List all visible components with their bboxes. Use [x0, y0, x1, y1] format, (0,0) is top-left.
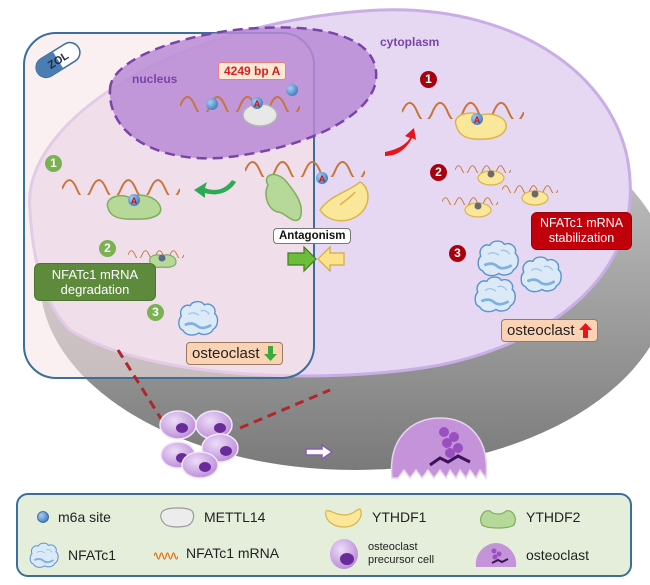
zol-pill: ZOL: [35, 41, 81, 79]
osteoclast-cell: [390, 417, 488, 480]
stabilization-line1: NFATc1 mRNA: [539, 216, 624, 230]
nucleus-label: nucleus: [132, 72, 178, 86]
nfatc1-mrna-icon: [154, 552, 178, 560]
legend-label: NFATc1: [68, 547, 116, 563]
nfatc1-protein: [177, 300, 219, 337]
left-step-2-badge: 2: [99, 240, 116, 257]
legend-label: YTHDF2: [526, 509, 581, 525]
legend-item-nfatc1-mrna: NFATc1 mRNA: [154, 545, 279, 561]
nucleus: [108, 26, 378, 160]
differentiation-arrow: [305, 443, 334, 461]
antagonism-label: Antagonism: [273, 228, 352, 244]
stabilization-line2: stabilization: [548, 231, 615, 245]
left-step-3-badge: 3: [147, 304, 164, 321]
nfatc1-protein: [476, 239, 520, 278]
legend: m6a site METTL14 YTHDF1 YTHDF2 NFATc1 NF…: [16, 493, 632, 577]
right-step-2-badge: 2: [430, 164, 447, 181]
legend-item-nfatc1: NFATc1: [28, 541, 116, 569]
osteoclast-increase-label: osteoclast: [507, 322, 575, 339]
legend-label: m6a site: [58, 509, 111, 525]
red-curved-arrow: [385, 128, 416, 156]
osteoclast-increase-box: osteoclast: [501, 319, 598, 342]
green-down-arrow-icon: [263, 346, 277, 361]
legend-item-ythdf2: YTHDF2: [478, 505, 580, 529]
nfatc1-protein: [519, 255, 563, 294]
yellow-antagonism-arrow: [317, 245, 345, 273]
m6a-a-site-icon: [128, 194, 140, 206]
mettl14-icon: [160, 507, 195, 528]
svg-text:A: A: [131, 196, 138, 206]
legend-item-osteoclast: osteoclast: [474, 541, 589, 569]
osteoclast-precursor-icon: [330, 539, 358, 569]
degradation-box: NFATc1 mRNA degradation: [34, 263, 156, 301]
legend-label: METTL14: [204, 509, 266, 525]
cytoplasm-label: cytoplasm: [380, 35, 439, 49]
ythdf2-icon: [480, 510, 516, 529]
zoom-line: [239, 388, 331, 430]
left-step-1-badge: 1: [45, 155, 62, 172]
legend-label-line2: precursor cell: [368, 554, 435, 566]
green-antagonism-arrow: [287, 245, 317, 273]
ythdf1-protein: [319, 181, 369, 222]
legend-label-line1: osteoclast: [368, 541, 418, 553]
m6a-site-icon: [37, 511, 49, 523]
svg-text:A: A: [254, 99, 261, 109]
legend-item-osteoclast-precursor: osteoclast precursor cell: [328, 537, 434, 571]
m6a-a-site-icon: [251, 97, 263, 109]
stabilization-box: NFATc1 mRNA stabilization: [531, 212, 632, 250]
ythdf1-icon: [325, 508, 362, 528]
svg-text:A: A: [474, 115, 481, 125]
osteoclast-decrease-label: osteoclast: [192, 345, 260, 362]
green-curved-arrow: [194, 180, 236, 198]
legend-label: osteoclast: [526, 547, 590, 563]
m6a-a-site-icon: [471, 113, 483, 125]
red-up-arrow-icon: [578, 323, 592, 338]
mutation-tag: 4249 bp A: [218, 62, 287, 80]
degradation-line1: NFATc1 mRNA: [51, 267, 139, 282]
degradation-line2: degradation: [60, 282, 130, 297]
osteoclast-precursor-cluster: [159, 410, 239, 479]
right-step-3-badge: 3: [449, 245, 466, 262]
right-step-1-badge: 1: [420, 71, 437, 88]
svg-text:A: A: [319, 174, 326, 184]
nfatc1-protein-icon: [29, 542, 60, 569]
ythdf1-protein: [454, 112, 507, 140]
m6a-site-icon: [286, 84, 298, 96]
ythdf2-protein: [265, 173, 302, 222]
legend-item-mettl14: METTL14: [158, 505, 265, 529]
osteoclast-decrease-box: osteoclast: [186, 342, 283, 365]
legend-precursor-label: osteoclast precursor cell: [368, 541, 434, 567]
nfatc1-protein: [473, 275, 517, 314]
legend-label: YTHDF1: [372, 509, 427, 525]
legend-item-ythdf1: YTHDF1: [324, 505, 426, 529]
legend-label: NFATc1 mRNA: [186, 545, 280, 561]
m6a-site-icon: [206, 98, 218, 110]
legend-item-m6a-site: m6a site: [36, 509, 111, 525]
ythdf2-protein: [106, 194, 162, 220]
osteoclast-icon: [475, 543, 517, 567]
m6a-a-site-icon: [316, 172, 328, 184]
